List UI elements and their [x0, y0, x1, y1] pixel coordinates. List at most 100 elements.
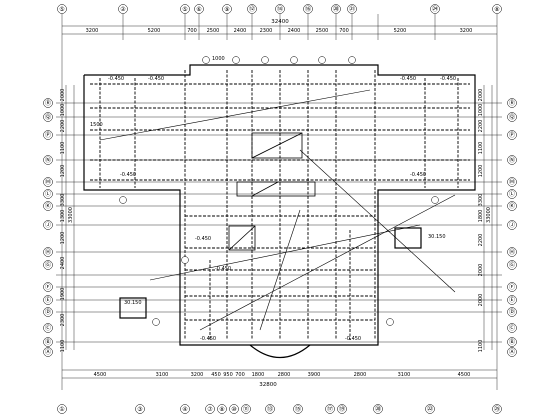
axis-label: ⑯: [305, 5, 311, 13]
dimension: 1800: [252, 372, 265, 378]
axis-label: ④: [182, 406, 187, 413]
diagonal-lines: [99, 89, 456, 331]
axis-label: ⑫: [249, 5, 255, 13]
axis-label: Ⓛ: [45, 190, 51, 198]
dimension: 450: [211, 372, 221, 378]
axis-label: Ⓐ: [509, 348, 515, 356]
dimension: 5200: [148, 28, 161, 34]
dimension: 1200: [60, 165, 66, 178]
dimension: 2000: [478, 294, 484, 307]
dimension: 2000: [478, 89, 484, 102]
dimension: 1100: [478, 340, 484, 353]
axis-label: ⑦: [207, 406, 213, 413]
dimension: 1300: [60, 210, 66, 223]
box-label: 30.150: [124, 300, 142, 306]
bottom-axis-bubbles: [57, 404, 502, 414]
left-dimensions: 2000 1000 2200 1100 1200 3300 1300 1200 …: [60, 89, 74, 353]
axis-label: ⑨: [224, 6, 229, 13]
top-dimensions: 32400 3200 5200 700 2500 2400 2300 2400 …: [86, 19, 473, 34]
axis-label: Ⓗ: [509, 248, 515, 256]
axis-label: ⑩: [231, 406, 236, 413]
axis-label: ⑳: [333, 5, 339, 13]
dimension: 1000: [60, 104, 66, 117]
right-axis-labels: Ⓡ Ⓠ Ⓟ Ⓝ Ⓜ Ⓛ Ⓚ Ⓙ Ⓗ Ⓖ Ⓕ Ⓔ Ⓓ Ⓒ Ⓑ Ⓐ: [509, 99, 515, 356]
axis-label: ㉔: [432, 5, 438, 13]
slab-label: -0.450: [195, 236, 211, 242]
slab-label: -0.450: [440, 76, 456, 82]
dimension: 1000: [478, 104, 484, 117]
axis-label: ⑳: [375, 405, 381, 413]
left-axis-bubbles: [43, 98, 53, 357]
axis-label: Ⓐ: [45, 348, 51, 356]
dimension: 4500: [94, 372, 107, 378]
axis-label: ⑪: [243, 405, 249, 413]
axis-label: ②: [120, 6, 126, 13]
axis-label: ㉕: [494, 405, 500, 413]
note-label: 1500: [90, 122, 103, 128]
box-label: 30.150: [428, 234, 446, 240]
axis-label: Ⓒ: [509, 324, 515, 332]
top-axis-labels: ⑤ ② ⑤ ⑥ ⑨ ⑫ ⑭ ⑯ ⑳ ㉑ ㉔ ⑧: [59, 5, 499, 13]
axis-label: Ⓔ: [509, 296, 515, 304]
axis-label: ③: [137, 406, 142, 413]
axis-label: ⑲: [339, 405, 345, 413]
axis-label: ⑤: [59, 6, 64, 13]
dimension: 2400: [60, 257, 66, 270]
dimension: 1200: [60, 232, 66, 245]
axis-label: Ⓖ: [509, 261, 515, 269]
dimension: 2000: [60, 89, 66, 102]
dimension: 1100: [60, 142, 66, 155]
slab-label: -0.450: [345, 336, 361, 342]
axis-label: Ⓓ: [509, 308, 515, 316]
dimension: 700: [339, 28, 349, 34]
dimension: 2400: [288, 28, 301, 34]
dimension: 2300: [260, 28, 273, 34]
axis-label: Ⓚ: [509, 202, 515, 210]
dimension: 5200: [394, 28, 407, 34]
axis-label: Ⓠ: [509, 113, 515, 121]
axis-label: ⑧: [494, 6, 499, 13]
dimension-total: 32800: [259, 382, 277, 388]
axis-label: Ⓜ: [45, 178, 51, 186]
axis-label: Ⓔ: [45, 296, 51, 304]
left-axis-labels: Ⓡ Ⓠ Ⓟ Ⓝ Ⓜ Ⓛ Ⓚ Ⓙ Ⓗ Ⓖ Ⓕ Ⓔ Ⓓ Ⓒ Ⓑ Ⓐ: [45, 99, 51, 356]
axis-label: ⑥: [196, 6, 201, 13]
axis-label: ⑮: [295, 405, 301, 413]
slab-labels: -0.450 -0.450 -0.450 -0.450 -0.450 -0.45…: [90, 56, 456, 342]
dimension: 1100: [478, 142, 484, 155]
axis-label: Ⓚ: [45, 202, 51, 210]
dimension: 2000: [478, 264, 484, 277]
axis-label: Ⓒ: [45, 324, 51, 332]
dimension: 700: [187, 28, 197, 34]
slab-label: -0.450: [215, 266, 231, 272]
axis-label: Ⓗ: [45, 248, 51, 256]
axis-label: ⑰: [327, 405, 333, 413]
axis-label: Ⓡ: [45, 99, 51, 107]
dimension: 3200: [86, 28, 99, 34]
top-axis-bubbles: [57, 4, 502, 14]
slab-label: -0.450: [120, 172, 136, 178]
axis-label: Ⓓ: [45, 308, 51, 316]
dimension: 1100: [60, 340, 66, 353]
axis-label: ⑭: [277, 5, 283, 13]
dimension-total: 32400: [271, 19, 289, 25]
dimension: 3300: [478, 194, 484, 207]
axis-label: ①: [59, 406, 64, 413]
column-markers: [119, 56, 439, 326]
axis-label: ⑬: [267, 405, 273, 413]
dimension: 3200: [460, 28, 473, 34]
axis-label: ㉒: [427, 405, 433, 413]
dimension: 2800: [354, 372, 367, 378]
bottom-dimensions: 32800 4500 3100 3200 450 950 700 1800 28…: [94, 372, 471, 388]
axis-label: ⑧: [219, 406, 224, 413]
axis-label: Ⓠ: [45, 113, 51, 121]
dimension: 3100: [156, 372, 169, 378]
dimension: 3100: [398, 372, 411, 378]
axis-label: Ⓙ: [509, 221, 515, 229]
axis-label: Ⓑ: [45, 338, 51, 346]
dimension: 2200: [60, 120, 66, 133]
dimension: 2400: [234, 28, 247, 34]
dimension: 4500: [458, 372, 471, 378]
slab-label: -0.450: [410, 172, 426, 178]
